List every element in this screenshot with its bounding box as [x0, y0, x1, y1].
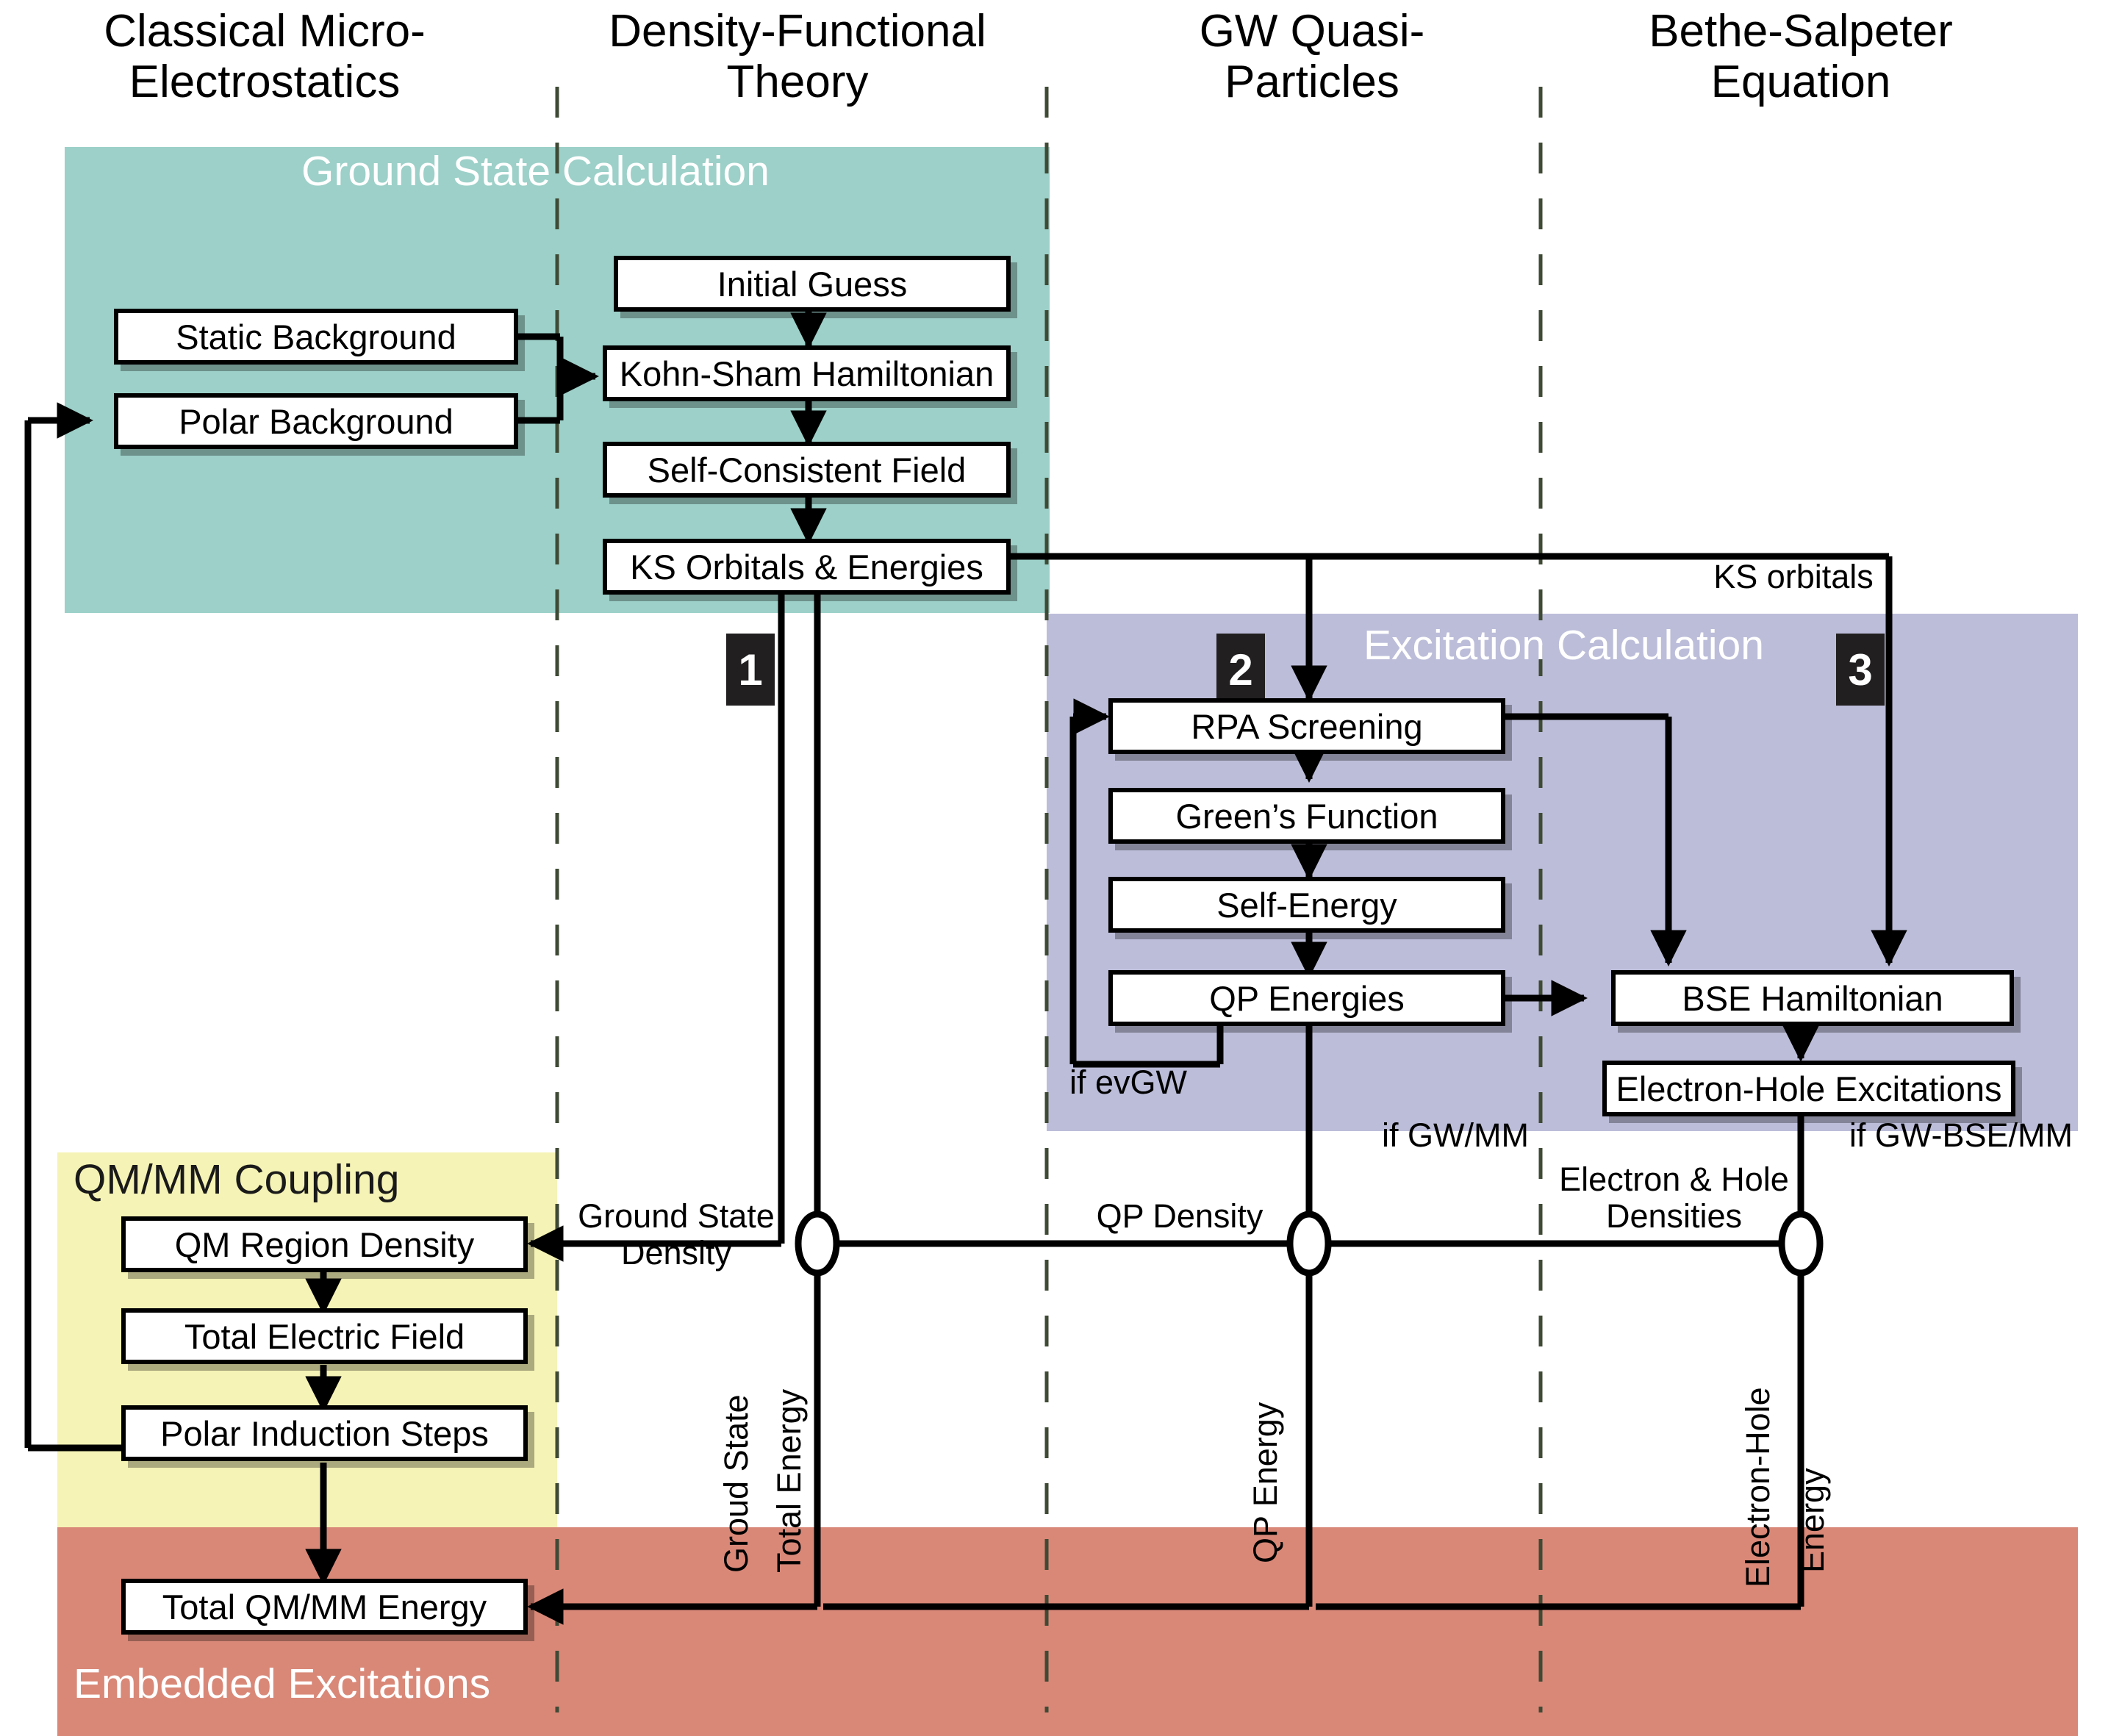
vertical-label-electron-hole: Electron-Hole	[1739, 1387, 1777, 1588]
region-title-excitation: Excitation Calculation	[1363, 622, 1764, 669]
crossing-marker-dft	[795, 1210, 840, 1277]
node-ks-orbitals-energies[interactable]: KS Orbitals & Energies	[603, 539, 1011, 595]
node-total-electric-field[interactable]: Total Electric Field	[121, 1308, 528, 1364]
edge-label-electron-hole-densities: Electron & Hole Densities	[1559, 1161, 1789, 1235]
edge-label-if-gw-mm: if GW/MM	[1382, 1116, 1529, 1154]
node-electron-hole-excitations[interactable]: Electron-Hole Excitations	[1602, 1061, 2015, 1116]
column-header-dft: Density-Functional Theory	[609, 6, 986, 108]
node-qp-energies[interactable]: QP Energies	[1108, 970, 1505, 1026]
column-header-gw: GW Quasi- Particles	[1199, 6, 1425, 108]
node-initial-guess[interactable]: Initial Guess	[614, 256, 1011, 312]
node-polar-induction-steps[interactable]: Polar Induction Steps	[121, 1405, 528, 1461]
node-self-energy[interactable]: Self-Energy	[1108, 877, 1505, 933]
column-header-bse: Bethe-Salpeter Equation	[1649, 6, 1953, 108]
node-total-qmmm-energy[interactable]: Total QM/MM Energy	[121, 1579, 528, 1635]
edge-label-if-evgw: if evGW	[1069, 1064, 1188, 1101]
node-self-consistent-field[interactable]: Self-Consistent Field	[603, 442, 1011, 498]
vertical-label-qp-energy: QP Energy	[1247, 1402, 1284, 1563]
edge-label-ground-state-density: Ground State Density	[578, 1197, 775, 1272]
crossing-marker-bse	[1778, 1210, 1824, 1277]
node-qm-region-density[interactable]: QM Region Density	[121, 1216, 528, 1272]
node-rpa-screening[interactable]: RPA Screening	[1108, 698, 1505, 754]
edge-label-qp-density: QP Density	[1096, 1197, 1263, 1235]
node-static-background[interactable]: Static Background	[114, 309, 518, 365]
vertical-label-total-energy: Total Energy	[770, 1388, 808, 1573]
step-badge-3: 3	[1836, 634, 1885, 706]
region-title-embedded: Embedded Excitations	[74, 1660, 491, 1707]
node-polar-background[interactable]: Polar Background	[114, 393, 518, 449]
crossing-marker-gw	[1286, 1210, 1332, 1277]
edge-label-if-gw-bse-mm: if GW-BSE/MM	[1849, 1116, 2073, 1154]
vertical-label-energy: Energy	[1793, 1468, 1831, 1573]
step-badge-1: 1	[726, 634, 775, 706]
step-badge-2: 2	[1216, 634, 1265, 706]
region-title-qmmm: QM/MM Coupling	[74, 1156, 400, 1203]
edge-label-ks-orbitals: KS orbitals	[1713, 558, 1874, 595]
vertical-label-ground-state: Groud State	[717, 1394, 755, 1573]
node-kohn-sham-hamiltonian[interactable]: Kohn-Sham Hamiltonian	[603, 345, 1011, 401]
column-header-classical: Classical Micro- Electrostatics	[104, 6, 426, 108]
region-title-ground-state: Ground State Calculation	[301, 148, 770, 195]
node-bse-hamiltonian[interactable]: BSE Hamiltonian	[1611, 970, 2014, 1026]
node-greens-function[interactable]: Green’s Function	[1108, 788, 1505, 844]
